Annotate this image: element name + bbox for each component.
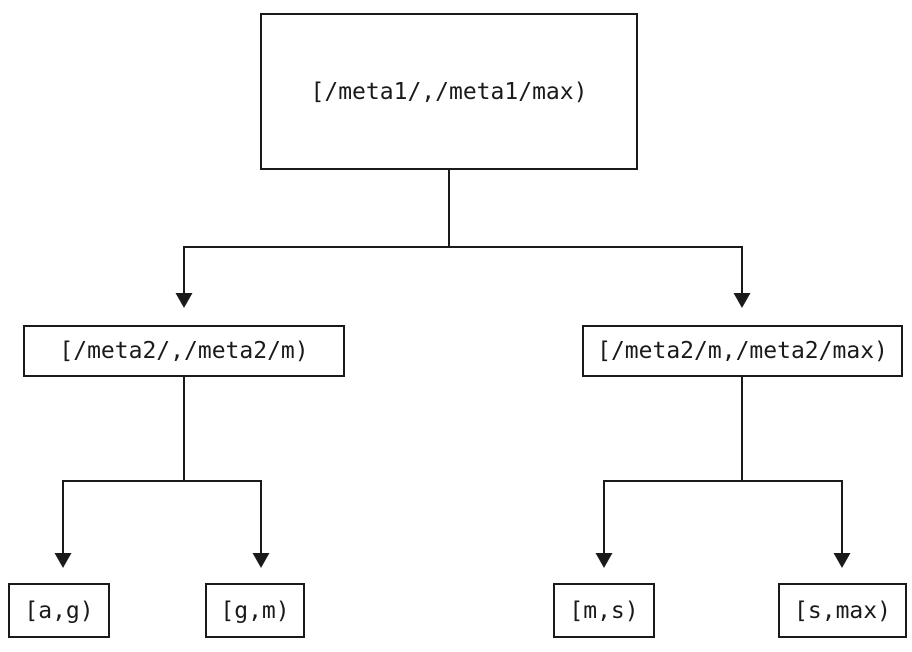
node-leaf-ms-label: [m,s) — [569, 597, 639, 624]
node-leaf-gm-label: [g,m) — [220, 597, 290, 624]
arrow-down-icon — [175, 293, 193, 308]
node-meta2-left-label: [/meta2/,/meta2/m) — [59, 338, 309, 364]
arrow-down-icon — [54, 553, 72, 568]
node-leaf-ms: [m,s) — [553, 583, 655, 638]
arrow-down-icon — [733, 293, 751, 308]
node-root: [/meta1/,/meta1/max) — [260, 13, 638, 170]
node-leaf-smax-label: [s,max) — [794, 597, 891, 624]
node-leaf-ag: [a,g) — [8, 583, 110, 638]
node-meta2-right: [/meta2/m,/meta2/max) — [582, 325, 903, 377]
node-root-label: [/meta1/,/meta1/max) — [310, 78, 588, 105]
node-leaf-gm: [g,m) — [205, 583, 305, 638]
node-meta2-left: [/meta2/,/meta2/m) — [23, 325, 345, 377]
arrow-down-icon — [252, 553, 270, 568]
node-leaf-ag-label: [a,g) — [24, 597, 94, 624]
node-meta2-right-label: [/meta2/m,/meta2/max) — [597, 338, 888, 364]
node-leaf-smax: [s,max) — [778, 583, 907, 638]
arrow-down-icon — [595, 553, 613, 568]
arrow-down-icon — [833, 553, 851, 568]
